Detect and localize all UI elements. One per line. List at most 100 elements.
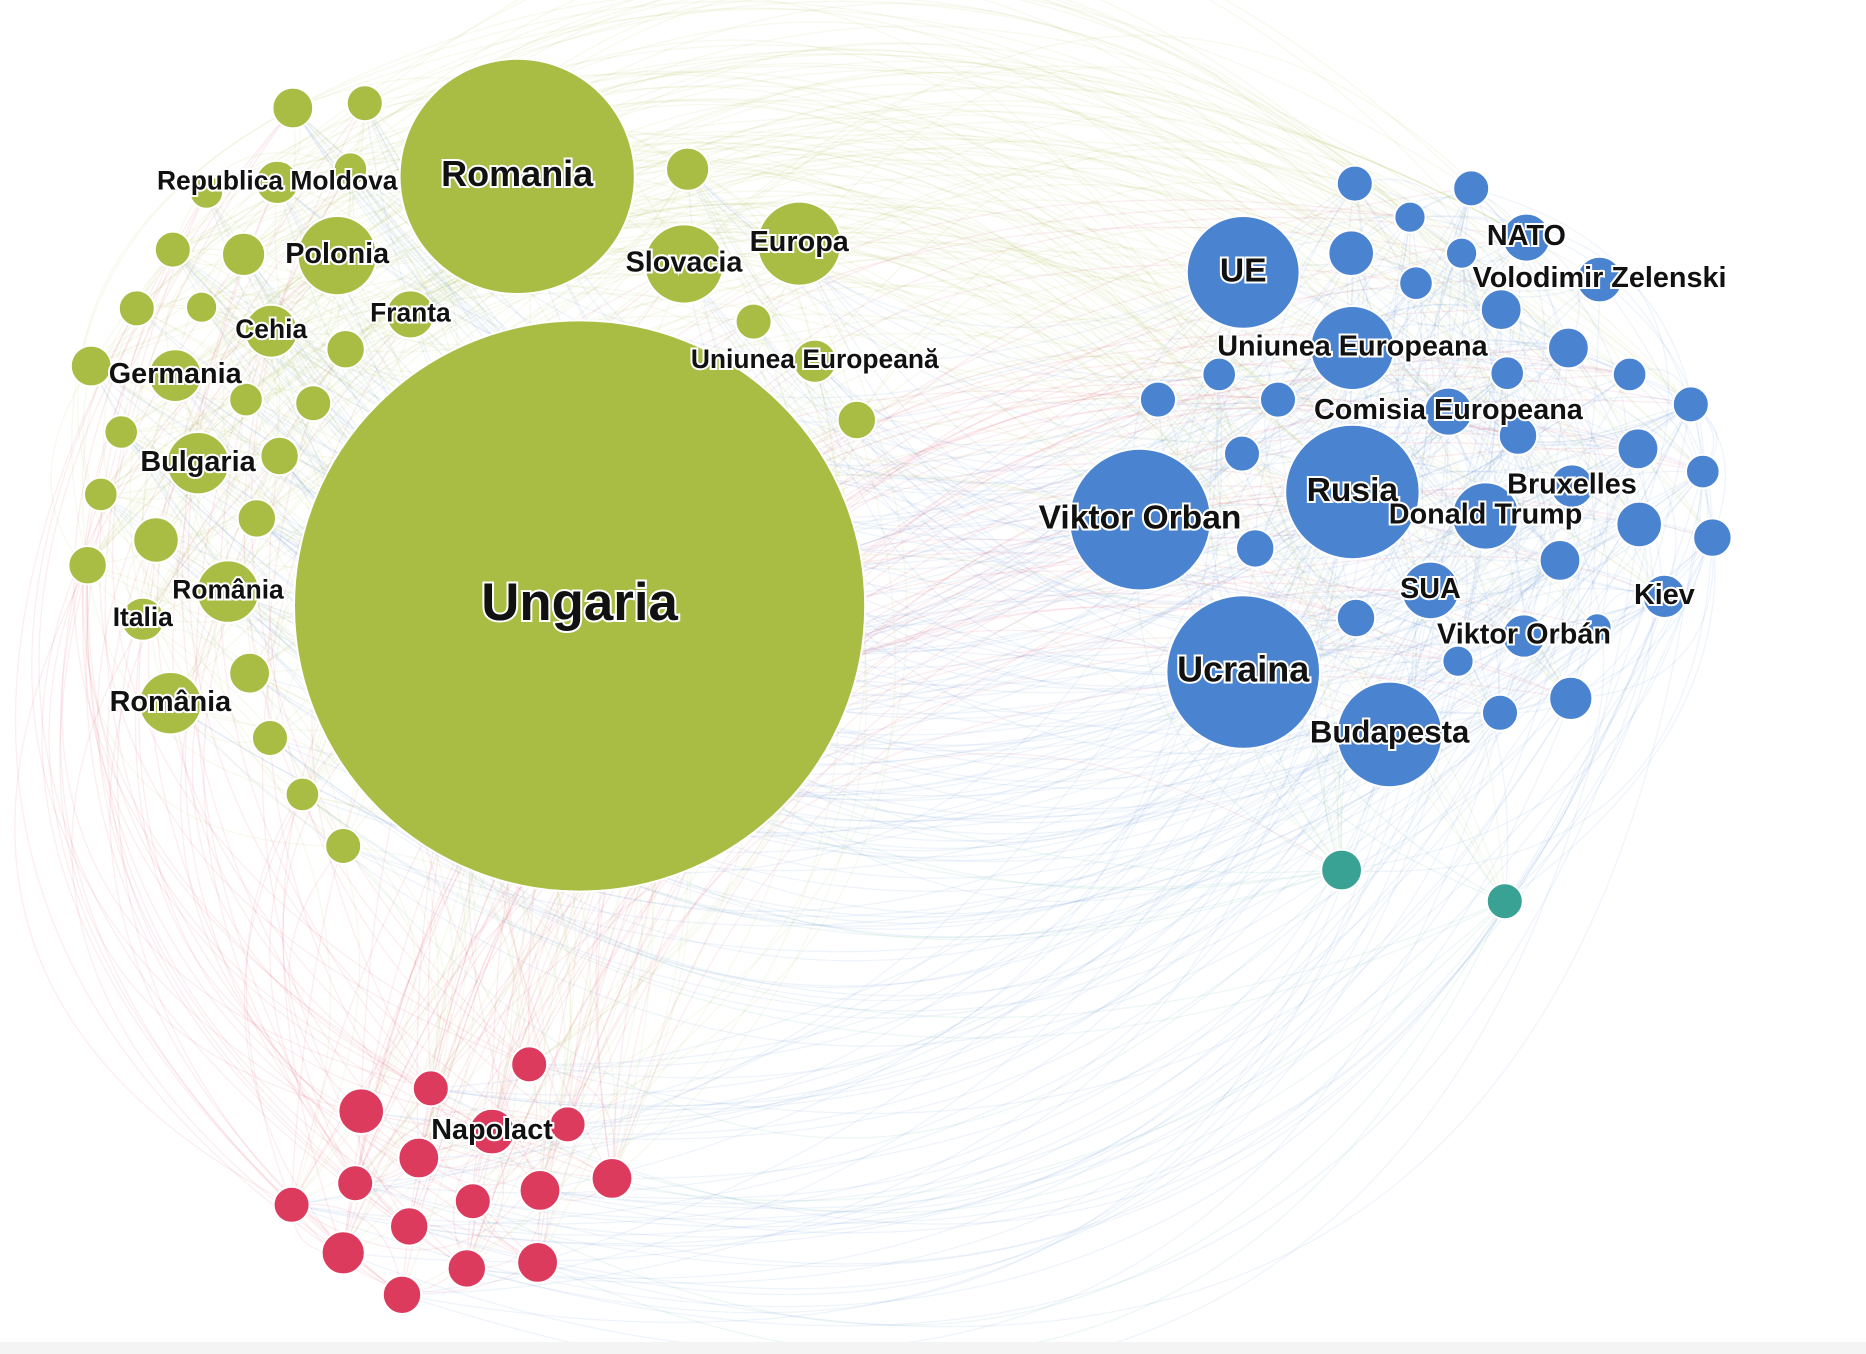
node-green[interactable] — [147, 348, 203, 404]
node-red[interactable] — [590, 1157, 634, 1200]
node-green[interactable] — [185, 290, 219, 324]
node-red[interactable] — [397, 1136, 441, 1180]
node-red[interactable] — [389, 1206, 430, 1247]
node-red[interactable] — [381, 1274, 423, 1316]
node-blue[interactable] — [1335, 680, 1444, 789]
node-blue[interactable] — [1423, 386, 1474, 437]
node-blue[interactable] — [1489, 355, 1525, 392]
node-blue[interactable] — [1284, 423, 1421, 561]
node-green[interactable] — [296, 215, 378, 297]
node-blue[interactable] — [1497, 415, 1539, 456]
node-blue[interactable] — [1139, 380, 1177, 419]
node-blue[interactable] — [1235, 528, 1276, 569]
node-green[interactable] — [228, 381, 264, 418]
node-blue[interactable] — [1185, 215, 1301, 330]
node-green[interactable] — [324, 827, 363, 865]
node-green[interactable] — [734, 302, 773, 341]
node-green[interactable] — [292, 319, 867, 893]
node-red[interactable] — [411, 1069, 450, 1108]
node-green[interactable] — [284, 776, 321, 813]
node-blue[interactable] — [1452, 169, 1491, 208]
node-blue[interactable] — [1441, 644, 1475, 678]
node-blue[interactable] — [1327, 229, 1375, 277]
node-blue[interactable] — [1616, 427, 1660, 471]
node-blue[interactable] — [1575, 255, 1624, 304]
node-blue[interactable] — [1201, 356, 1237, 393]
node-blue[interactable] — [1481, 693, 1519, 732]
node-green[interactable] — [259, 435, 300, 477]
node-green[interactable] — [251, 719, 289, 757]
node-red[interactable] — [468, 1107, 516, 1156]
node-red[interactable] — [518, 1169, 562, 1212]
node-green[interactable] — [120, 596, 166, 642]
node-red[interactable] — [510, 1045, 549, 1084]
node-blue[interactable] — [1259, 380, 1297, 419]
node-blue[interactable] — [1400, 560, 1461, 621]
node-green[interactable] — [236, 498, 277, 539]
node-blue[interactable] — [1685, 453, 1721, 490]
node-green[interactable] — [398, 57, 636, 295]
node-blue[interactable] — [1398, 265, 1434, 302]
node-blue[interactable] — [1615, 500, 1663, 549]
node-green[interactable] — [271, 86, 315, 130]
node-green[interactable] — [153, 230, 192, 269]
node-blue[interactable] — [1549, 463, 1595, 509]
node-blue[interactable] — [1671, 385, 1710, 424]
node-red[interactable] — [272, 1185, 311, 1224]
node-blue[interactable] — [1223, 434, 1261, 473]
node-green[interactable] — [792, 338, 838, 384]
node-blue[interactable] — [1501, 613, 1547, 659]
node-teal[interactable] — [1320, 848, 1363, 892]
node-green[interactable] — [228, 651, 272, 695]
node-blue[interactable] — [1068, 447, 1212, 592]
node-green[interactable] — [254, 159, 300, 205]
node-green[interactable] — [756, 200, 843, 287]
node-green[interactable] — [643, 223, 725, 305]
node-green[interactable] — [332, 151, 369, 187]
node-blue[interactable] — [1538, 539, 1582, 582]
node-blue[interactable] — [1393, 200, 1427, 234]
node-blue[interactable] — [1445, 236, 1479, 270]
node-blue[interactable] — [1641, 573, 1688, 620]
node-green[interactable] — [221, 231, 267, 277]
node-red[interactable] — [337, 1087, 386, 1135]
node-green[interactable] — [165, 431, 231, 496]
node-green[interactable] — [836, 399, 877, 441]
node-green[interactable] — [385, 289, 436, 340]
node-green[interactable] — [117, 289, 156, 328]
node-blue[interactable] — [1611, 356, 1648, 393]
node-blue[interactable] — [1581, 612, 1613, 643]
node-blue[interactable] — [1165, 594, 1321, 750]
node-green[interactable] — [294, 384, 333, 423]
node-green[interactable] — [325, 329, 366, 370]
node-green[interactable] — [345, 84, 384, 123]
node-label: Viktor Orbán — [1437, 619, 1611, 651]
node-green[interactable] — [243, 303, 299, 359]
node-red[interactable] — [336, 1164, 375, 1203]
node-green[interactable] — [67, 545, 108, 586]
node-green[interactable] — [195, 559, 261, 624]
node-blue[interactable] — [1692, 517, 1733, 558]
node-blue[interactable] — [1309, 305, 1396, 391]
node-green[interactable] — [132, 516, 180, 564]
node-red[interactable] — [320, 1230, 366, 1276]
node-red[interactable] — [446, 1248, 487, 1289]
node-green[interactable] — [188, 174, 225, 210]
node-green[interactable] — [138, 671, 203, 736]
node-red[interactable] — [453, 1182, 492, 1221]
node-green[interactable] — [69, 344, 113, 388]
node-blue[interactable] — [1451, 481, 1521, 551]
node-blue[interactable] — [1501, 212, 1552, 263]
node-blue[interactable] — [1335, 164, 1374, 203]
node-blue[interactable] — [1479, 288, 1523, 332]
node-green[interactable] — [83, 476, 119, 513]
node-green[interactable] — [665, 146, 711, 192]
node-blue[interactable] — [1548, 675, 1594, 722]
node-blue[interactable] — [1335, 597, 1377, 639]
node-red[interactable] — [548, 1105, 587, 1144]
node-red[interactable] — [516, 1241, 559, 1284]
node-green[interactable] — [103, 414, 139, 450]
node-teal[interactable] — [1485, 882, 1524, 921]
node-blue[interactable] — [1547, 326, 1590, 370]
